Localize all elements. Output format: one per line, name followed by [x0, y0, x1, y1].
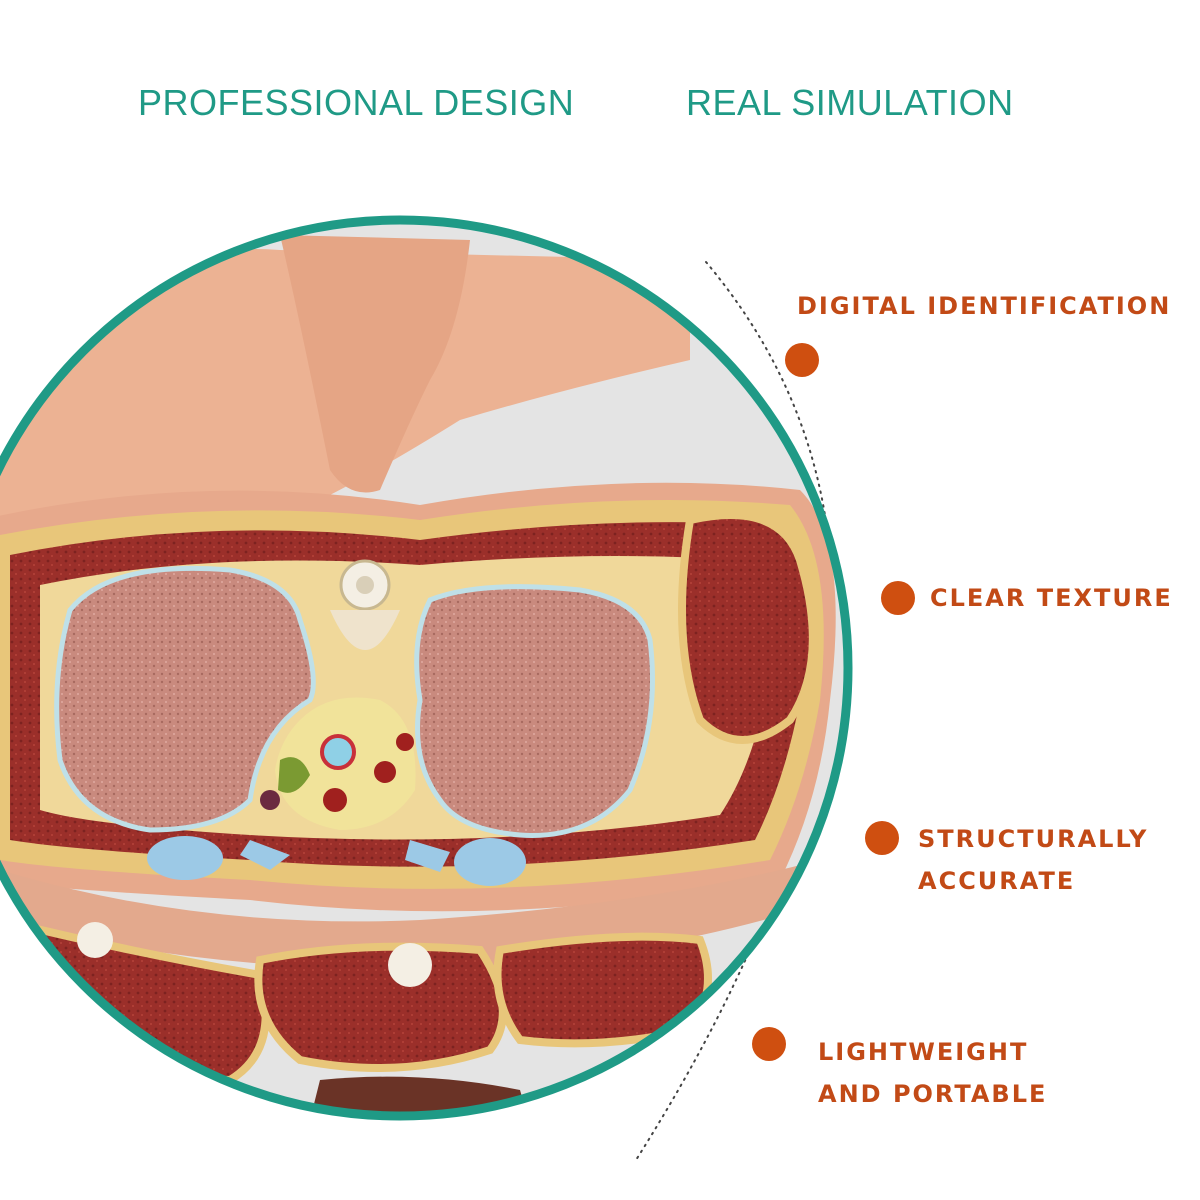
- dotted-guide-arc: [635, 261, 834, 1161]
- headline-real-simulation: REAL SIMULATION: [686, 82, 1014, 123]
- feature-marker-dot: [752, 1027, 786, 1061]
- feature-marker-dot: [785, 343, 819, 377]
- headline-professional-design: PROFESSIONAL DESIGN: [138, 82, 575, 123]
- circle-frame: [0, 215, 853, 1121]
- feature-lightweight-portable: LIGHTWEIGHT AND PORTABLE: [818, 1038, 1048, 1108]
- feature-marker-dot: [881, 581, 915, 615]
- feature-digital-identification: DIGITAL IDENTIFICATION: [797, 292, 1172, 320]
- anatomy-model-photo: [0, 220, 848, 1116]
- feature-clear-texture: CLEAR TEXTURE: [930, 584, 1173, 612]
- feature-structurally-accurate: STRUCTURALLY ACCURATE: [918, 825, 1149, 895]
- feature-marker-dot: [865, 821, 899, 855]
